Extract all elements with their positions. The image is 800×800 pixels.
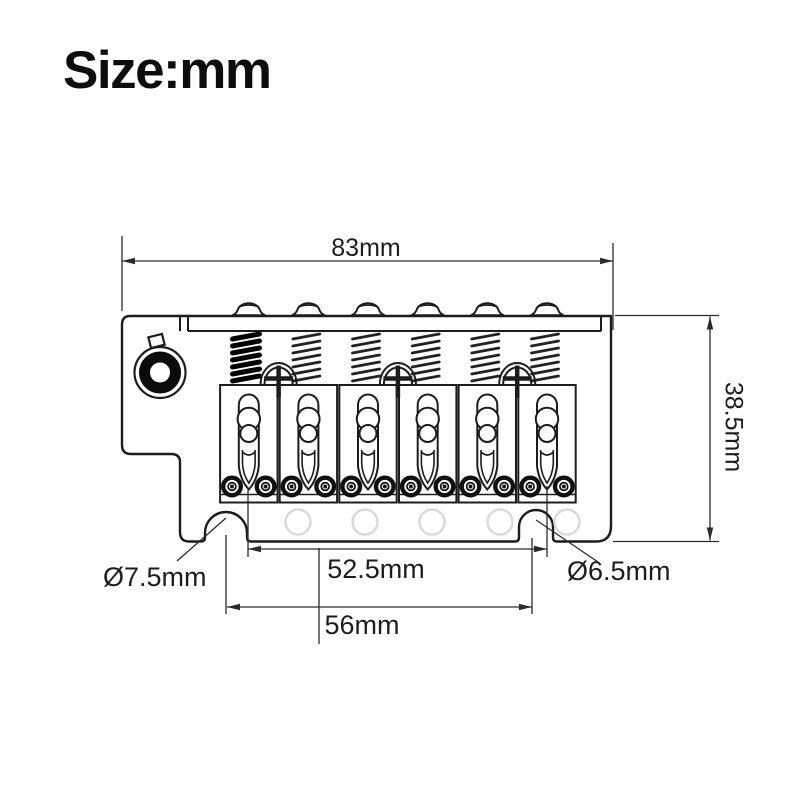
arrowhead xyxy=(600,257,613,265)
dim-width-label: 83mm xyxy=(331,234,400,262)
dim-mounting-span: 56mm xyxy=(225,535,533,644)
screw-head xyxy=(231,302,267,317)
callout-hole-right: Ø6.5mm xyxy=(535,519,671,586)
arrowhead xyxy=(122,257,135,265)
string-hole xyxy=(284,508,312,536)
saddle xyxy=(339,385,396,503)
saddle xyxy=(459,385,516,503)
string-hole xyxy=(553,508,581,536)
page-title: Size:mm xyxy=(63,41,272,100)
hole-left-label: Ø7.5mm xyxy=(103,562,207,592)
arrowhead xyxy=(706,527,714,541)
screw-head xyxy=(350,302,386,317)
saddle xyxy=(220,385,277,503)
screw-head xyxy=(469,302,505,317)
tremolo-arm-hole xyxy=(133,332,187,400)
screw-head xyxy=(290,302,326,317)
saddle xyxy=(518,385,575,503)
hole-right-label: Ø6.5mm xyxy=(567,556,671,586)
dimension-annotations: 83mm 38.5mm 52.5mm 56m xyxy=(103,234,747,644)
arm-hole-tab xyxy=(147,332,166,350)
string-hole xyxy=(351,508,379,536)
dim-height-label: 38.5mm xyxy=(719,382,747,472)
screw-head xyxy=(529,302,565,317)
saddle xyxy=(399,385,456,503)
dim-string-spread-label: 52.5mm xyxy=(327,554,425,584)
callout-hole-left: Ø7.5mm xyxy=(103,517,227,592)
screw-head xyxy=(410,302,446,317)
saddle xyxy=(280,385,337,503)
mounting-bar xyxy=(179,316,602,332)
arrowhead xyxy=(534,545,547,553)
mounting-screws xyxy=(231,302,565,317)
arrowhead xyxy=(519,603,532,611)
string-through-holes xyxy=(284,508,581,536)
dim-string-spread: 52.5mm xyxy=(247,486,548,584)
string-hole xyxy=(486,508,514,536)
string-hole xyxy=(418,508,446,536)
dim-overall-width: 83mm xyxy=(121,234,614,330)
arrowhead xyxy=(227,603,240,611)
dim-mounting-span-label: 56mm xyxy=(324,610,399,640)
arrowhead xyxy=(248,545,261,553)
arrowhead xyxy=(706,316,714,330)
dim-overall-height: 38.5mm xyxy=(613,314,747,543)
